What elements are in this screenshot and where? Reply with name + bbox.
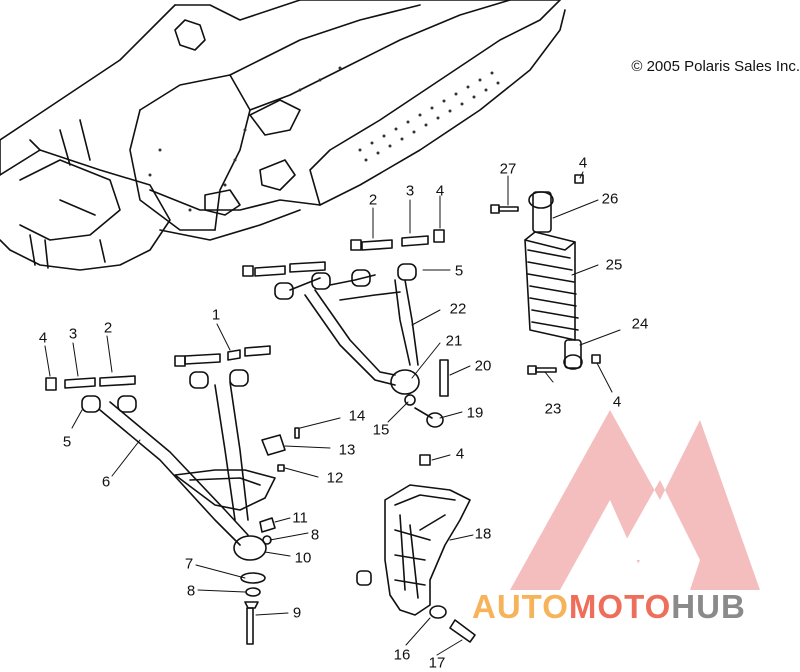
callout-24: 24: [631, 315, 649, 333]
brand-part-auto: AUTO: [472, 588, 569, 625]
small-hardware: [240, 359, 449, 645]
callout-7: 7: [184, 555, 194, 573]
lower-a-arm: [81, 369, 276, 561]
callout-9: 9: [292, 604, 302, 622]
callout-19: 19: [466, 404, 484, 422]
brand-part-moto: MOTO: [568, 588, 672, 625]
callout-6: 6: [101, 473, 111, 491]
callout-3: 3: [68, 325, 78, 343]
callout-2: 2: [368, 191, 378, 209]
callout-26: 26: [601, 190, 619, 208]
copyright-notice: © 2005 Polaris Sales Inc.: [631, 58, 800, 75]
callout-3: 3: [405, 182, 415, 200]
callout-11: 11: [292, 509, 308, 527]
shock-absorber: [490, 174, 601, 375]
callout-10: 10: [294, 549, 312, 567]
callout-22: 22: [449, 300, 467, 318]
callout-18: 18: [474, 525, 492, 543]
spindle: [356, 484, 476, 643]
callout-17: 17: [428, 654, 446, 672]
callout-4: 4: [38, 329, 48, 347]
callout-15: 15: [372, 421, 390, 439]
callout-27: 27: [499, 160, 517, 178]
chassis-frame: [0, 0, 566, 271]
callout-1: 1: [211, 306, 221, 324]
brand-part-hub: HUB: [671, 588, 746, 625]
upper-bushings: [242, 229, 445, 277]
callout-14: 14: [348, 407, 366, 425]
tunnel-perforations: [148, 66, 500, 212]
callout-8: 8: [186, 582, 196, 600]
callout-16: 16: [393, 646, 411, 664]
callout-4: 4: [455, 445, 465, 463]
upper-a-arm: [274, 263, 420, 395]
callout-2: 2: [103, 319, 113, 337]
callout-23: 23: [544, 400, 562, 418]
callout-20: 20: [474, 357, 492, 375]
callout-4: 4: [578, 154, 588, 172]
callout-21: 21: [445, 332, 463, 350]
callout-4: 4: [435, 182, 445, 200]
watermark-logo: [510, 410, 760, 590]
watermark-brand: AUTOMOTOHUB: [472, 588, 746, 626]
callout-13: 13: [338, 441, 356, 459]
lower-bushings: [45, 345, 271, 391]
callout-5: 5: [454, 262, 464, 280]
callout-5: 5: [62, 433, 72, 451]
callout-8: 8: [310, 526, 320, 544]
callout-25: 25: [605, 256, 623, 274]
callout-12: 12: [326, 469, 344, 487]
callout-4: 4: [612, 393, 622, 411]
leader-lines: [44, 171, 621, 656]
